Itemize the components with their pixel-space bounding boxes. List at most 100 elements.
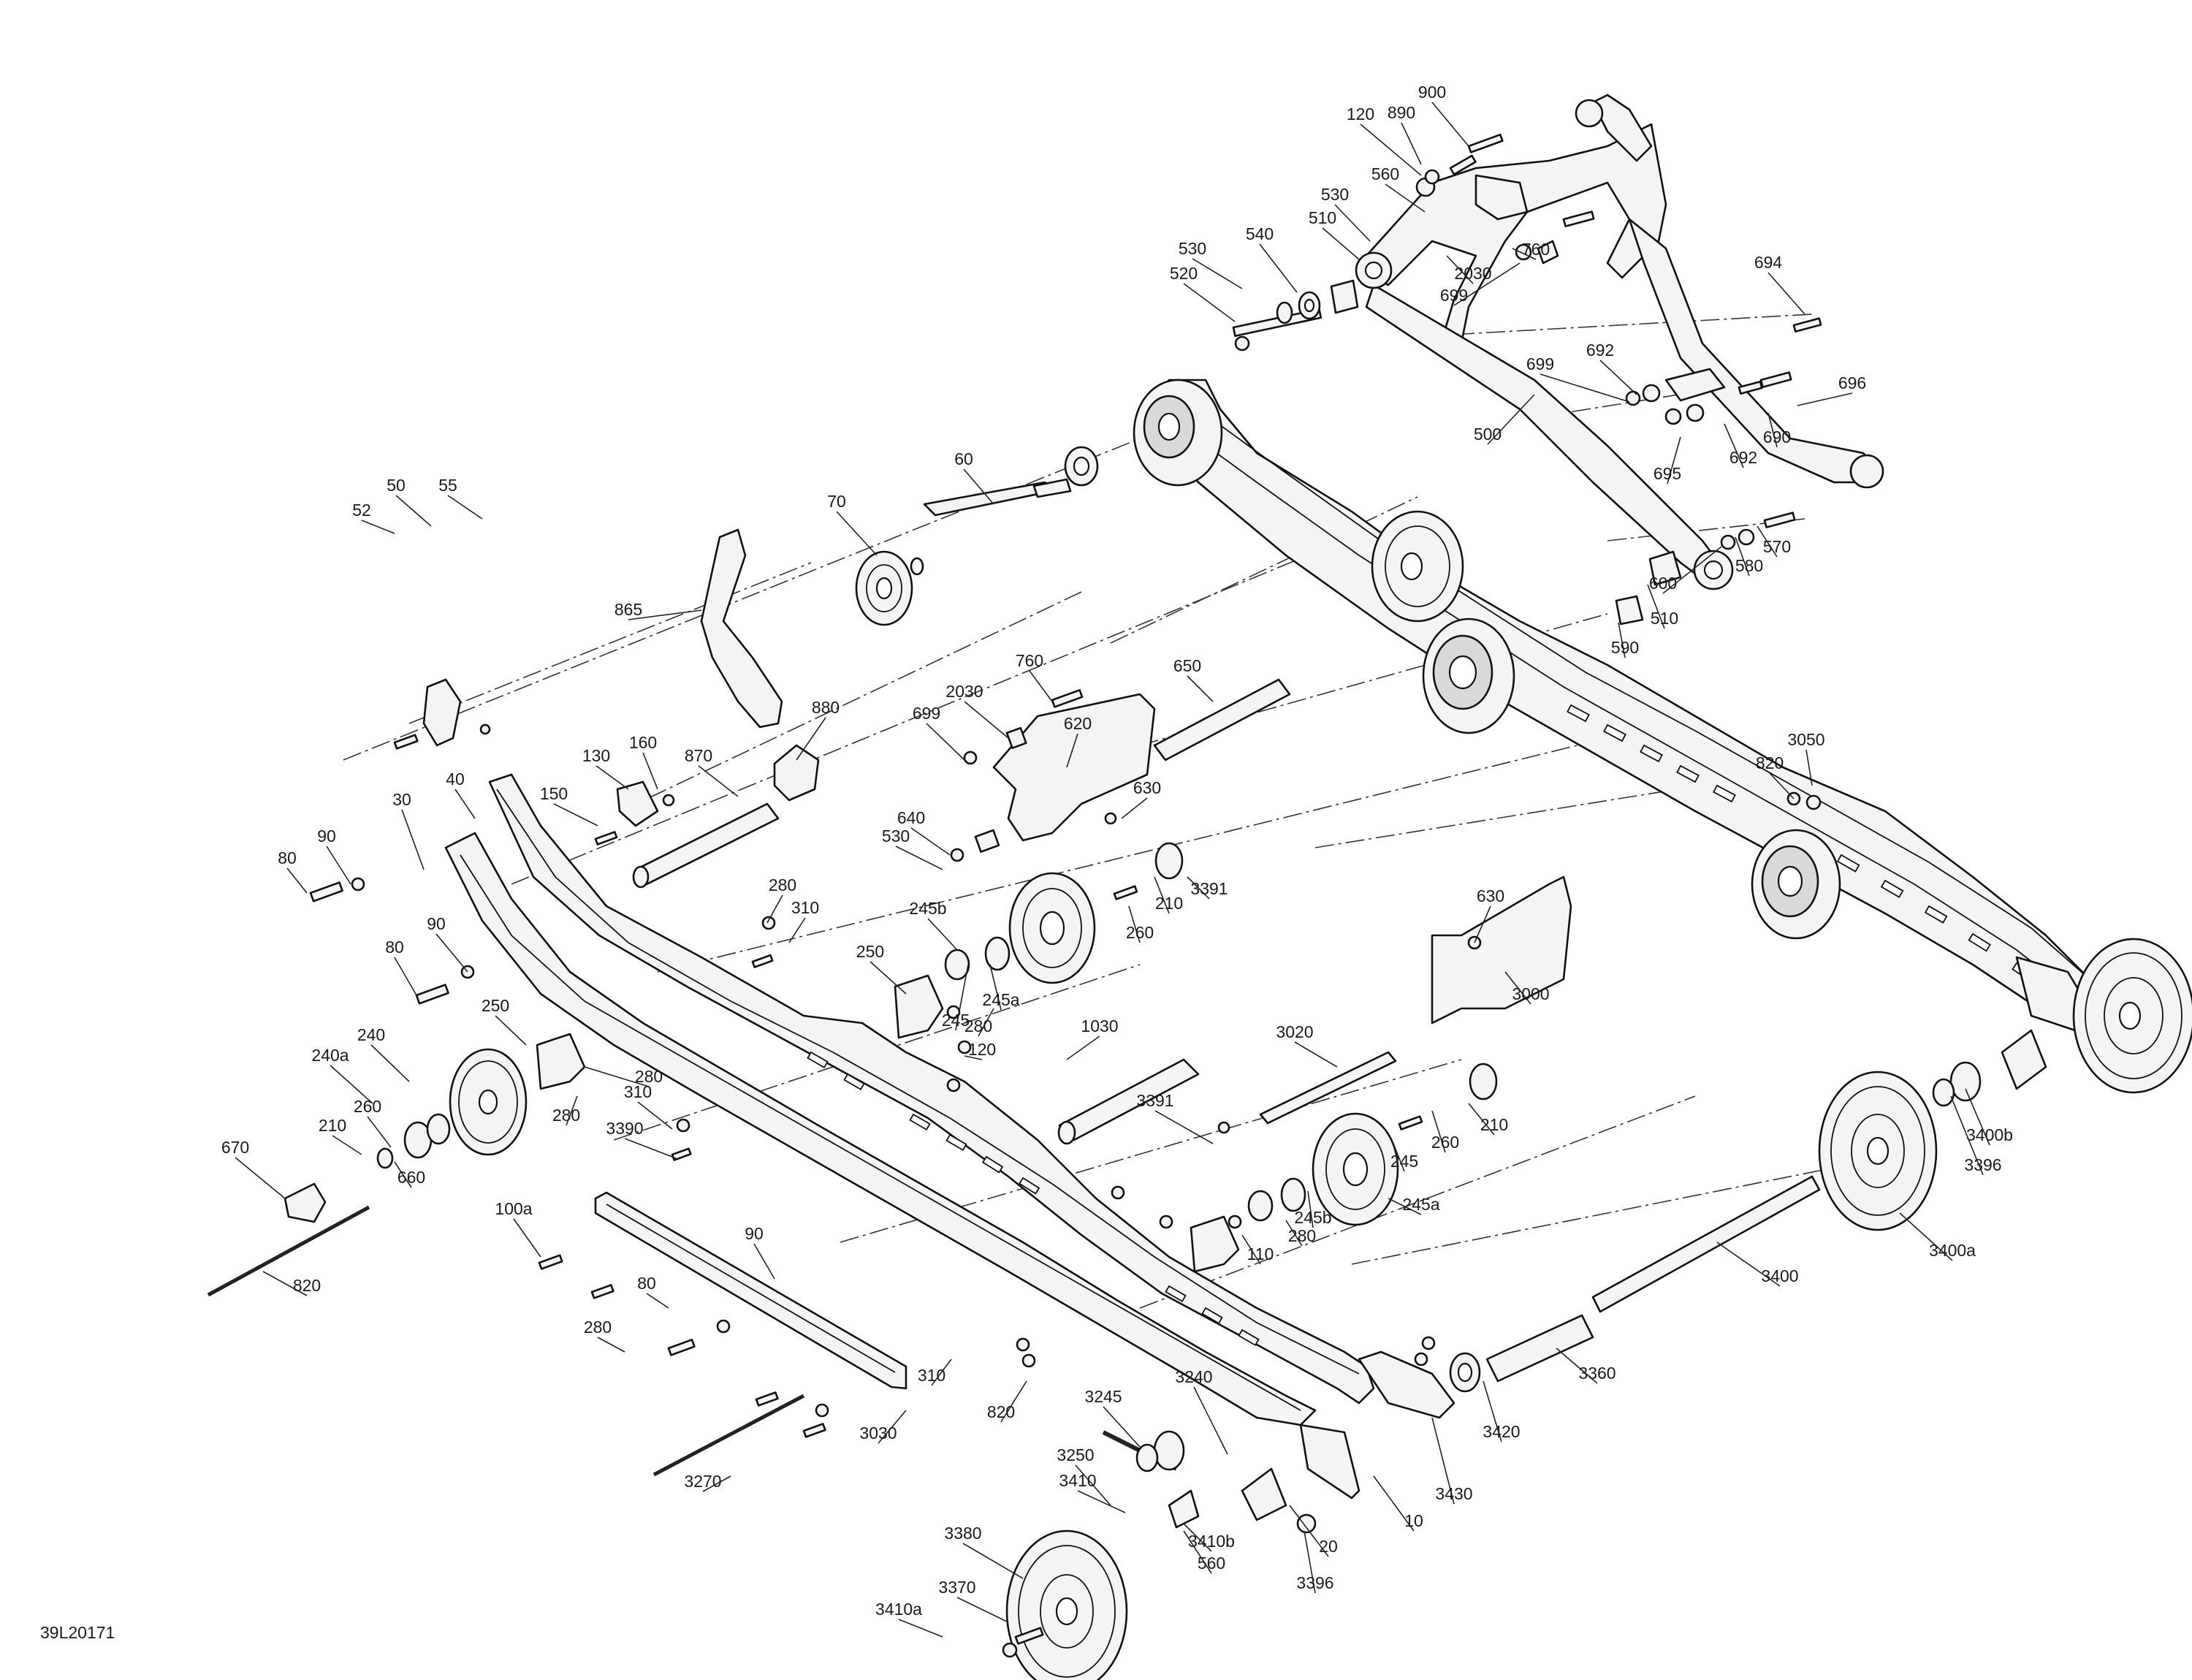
callout-leader bbox=[597, 1337, 625, 1353]
callout-699: 699 bbox=[1526, 354, 1554, 373]
callout-leader bbox=[1154, 1110, 1214, 1144]
callout-leader bbox=[637, 1101, 673, 1130]
callout-310: 310 bbox=[918, 1366, 945, 1385]
callout-630: 630 bbox=[1133, 778, 1161, 797]
callout-310: 310 bbox=[624, 1082, 652, 1101]
callout-520: 520 bbox=[1170, 264, 1198, 283]
callout-leader bbox=[1121, 797, 1148, 819]
callout-leader bbox=[553, 803, 598, 826]
callout-leader bbox=[332, 1135, 362, 1155]
callout-760: 760 bbox=[1522, 240, 1550, 259]
callout-3050: 3050 bbox=[1787, 730, 1824, 749]
callout-900: 900 bbox=[1418, 83, 1446, 102]
callout-leader bbox=[1322, 227, 1360, 260]
callout-820: 820 bbox=[987, 1402, 1015, 1421]
callout-leader bbox=[326, 845, 351, 885]
callout-3410b: 3410b bbox=[1188, 1532, 1235, 1551]
callout-leader bbox=[1965, 1088, 1990, 1146]
callout-leader bbox=[1735, 536, 1750, 577]
callout-leader bbox=[702, 1475, 731, 1492]
callout-245: 245 bbox=[942, 1011, 970, 1030]
callout-leader bbox=[1391, 1139, 1405, 1172]
callout-leader bbox=[698, 765, 739, 797]
callout-leader bbox=[1724, 423, 1744, 468]
callout-leader bbox=[1029, 670, 1053, 702]
callout-760: 760 bbox=[1016, 651, 1043, 670]
callout-280: 280 bbox=[552, 1106, 580, 1125]
callout-leader bbox=[1385, 183, 1426, 213]
callout-260: 260 bbox=[1126, 923, 1154, 942]
callout-510: 510 bbox=[1309, 208, 1336, 227]
front-arm-and-shafts bbox=[207, 446, 1821, 1477]
callout-leader bbox=[1183, 1530, 1212, 1574]
callout-leader bbox=[1716, 1242, 1781, 1287]
callout-210: 210 bbox=[1480, 1115, 1508, 1134]
callout-120: 120 bbox=[1347, 104, 1374, 123]
callout-210: 210 bbox=[1155, 894, 1183, 913]
callout-3400: 3400 bbox=[1761, 1266, 1798, 1285]
left-rail-slots bbox=[807, 1051, 1260, 1347]
callout-865: 865 bbox=[614, 600, 642, 619]
callout-leader bbox=[1307, 1190, 1314, 1228]
callout-160: 160 bbox=[629, 733, 657, 752]
callout-leader bbox=[566, 1095, 578, 1126]
callout-3370: 3370 bbox=[938, 1578, 975, 1597]
callout-leader bbox=[513, 1218, 541, 1258]
callout-3360: 3360 bbox=[1578, 1364, 1616, 1383]
callout-leader bbox=[1373, 1475, 1415, 1532]
callout-leader bbox=[1401, 122, 1422, 165]
callout-640: 640 bbox=[897, 808, 925, 827]
callout-leader bbox=[898, 1619, 943, 1638]
callout-leader bbox=[628, 609, 702, 620]
callout-leader bbox=[1000, 1380, 1027, 1423]
callout-660: 660 bbox=[397, 1168, 425, 1187]
callout-leader bbox=[878, 1410, 907, 1444]
callout-690: 690 bbox=[1763, 427, 1791, 446]
callout-260: 260 bbox=[1431, 1133, 1459, 1152]
callout-leader bbox=[584, 1066, 650, 1087]
callout-leader bbox=[1077, 1490, 1126, 1513]
callout-694: 694 bbox=[1754, 253, 1783, 272]
callout-3020: 3020 bbox=[1276, 1022, 1313, 1041]
callout-699: 699 bbox=[1440, 286, 1468, 305]
callout-leader bbox=[1487, 394, 1535, 445]
callout-30: 30 bbox=[392, 790, 411, 809]
axle-housings bbox=[536, 974, 1240, 1273]
callout-leader bbox=[1474, 905, 1491, 943]
callout-leader bbox=[963, 468, 994, 505]
callout-130: 130 bbox=[582, 746, 610, 765]
callout-3391: 3391 bbox=[1136, 1091, 1173, 1110]
callout-leader bbox=[1767, 412, 1778, 448]
callout-3250: 3250 bbox=[1057, 1445, 1094, 1464]
callout-60: 60 bbox=[954, 449, 973, 468]
callout-52: 52 bbox=[352, 501, 371, 520]
callout-leader bbox=[1360, 123, 1422, 176]
right-rail-wheels bbox=[1133, 379, 2192, 1107]
callout-245b: 245b bbox=[1294, 1208, 1331, 1227]
callout-leader bbox=[1431, 102, 1469, 147]
callout-labels: 9008901205605305105405305207602030699694… bbox=[221, 83, 2013, 1638]
callout-leader bbox=[1899, 1212, 1953, 1261]
callout-80: 80 bbox=[278, 848, 297, 867]
callout-leader bbox=[1504, 971, 1531, 1005]
callout-leader bbox=[1183, 283, 1236, 322]
callout-leader bbox=[1599, 360, 1637, 395]
callout-leader bbox=[361, 520, 395, 534]
callout-leader bbox=[394, 957, 417, 996]
callout-leader bbox=[1334, 204, 1371, 242]
callout-620: 620 bbox=[1064, 714, 1092, 733]
callout-560: 560 bbox=[1198, 1554, 1225, 1573]
callout-100a: 100a bbox=[495, 1199, 532, 1218]
callout-670: 670 bbox=[221, 1138, 249, 1157]
callout-leader bbox=[926, 723, 965, 761]
callout-leader bbox=[964, 701, 1009, 739]
callout-120: 120 bbox=[968, 1040, 996, 1059]
callout-695: 695 bbox=[1653, 464, 1681, 483]
callout-530: 530 bbox=[1179, 239, 1206, 258]
drawing-id-label: 39L20171 bbox=[40, 1623, 115, 1642]
callout-leader bbox=[370, 1044, 410, 1082]
callout-leader bbox=[962, 1543, 1024, 1579]
callout-leader bbox=[869, 961, 907, 995]
callout-150: 150 bbox=[540, 784, 568, 803]
